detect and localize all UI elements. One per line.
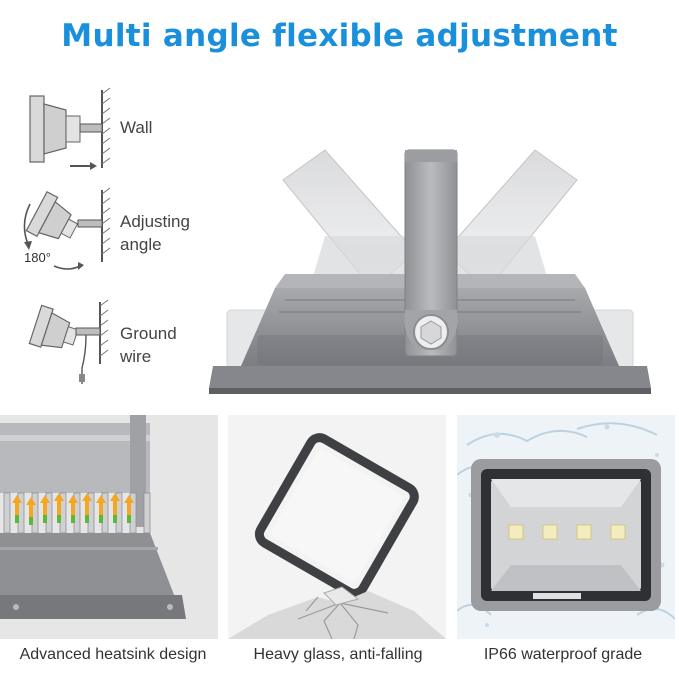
mount-label-line1: Wall: [120, 118, 153, 137]
mount-label-line1: Ground: [120, 324, 177, 343]
wall-mount-icon: [29, 87, 111, 170]
feature-caption-waterproof: IP66 waterproof grade: [483, 646, 643, 663]
feature-caption-glass: Heavy glass, anti-falling: [253, 646, 423, 663]
feature-panel-heatsink: [0, 415, 218, 639]
mount-label-ground: Ground wire: [120, 322, 177, 368]
mount-option-adjusting-angle: 180° Adjusting angle: [20, 182, 220, 272]
heatsink-arrows-icon: [0, 415, 218, 639]
mount-label-wall: Wall: [120, 116, 152, 139]
ground-wire-icon: [28, 299, 109, 384]
mount-panel: Wall 180° Adjusting: [0, 66, 679, 406]
glass-frame-icon: [228, 415, 446, 639]
feature-panel-waterproof: [457, 415, 675, 639]
feature-caption-heatsink: Advanced heatsink design: [19, 646, 207, 663]
mount-label-line1: Adjusting: [120, 212, 190, 231]
water-splash-icon: [457, 415, 675, 639]
floodlight-fixture-illustration: [209, 149, 651, 394]
angle-value: 180°: [24, 250, 51, 265]
rotate-180-icon: [23, 187, 111, 270]
mount-option-ground-wire: Ground wire: [20, 298, 220, 388]
page-title: Multi angle flexible adjustment: [61, 18, 618, 54]
mount-option-wall: Wall: [20, 86, 220, 176]
mount-label-line2: wire: [120, 347, 152, 366]
feature-panel-glass: [228, 415, 446, 639]
mount-label-line2: angle: [120, 235, 162, 254]
mount-label-adjusting: Adjusting angle: [120, 210, 190, 256]
